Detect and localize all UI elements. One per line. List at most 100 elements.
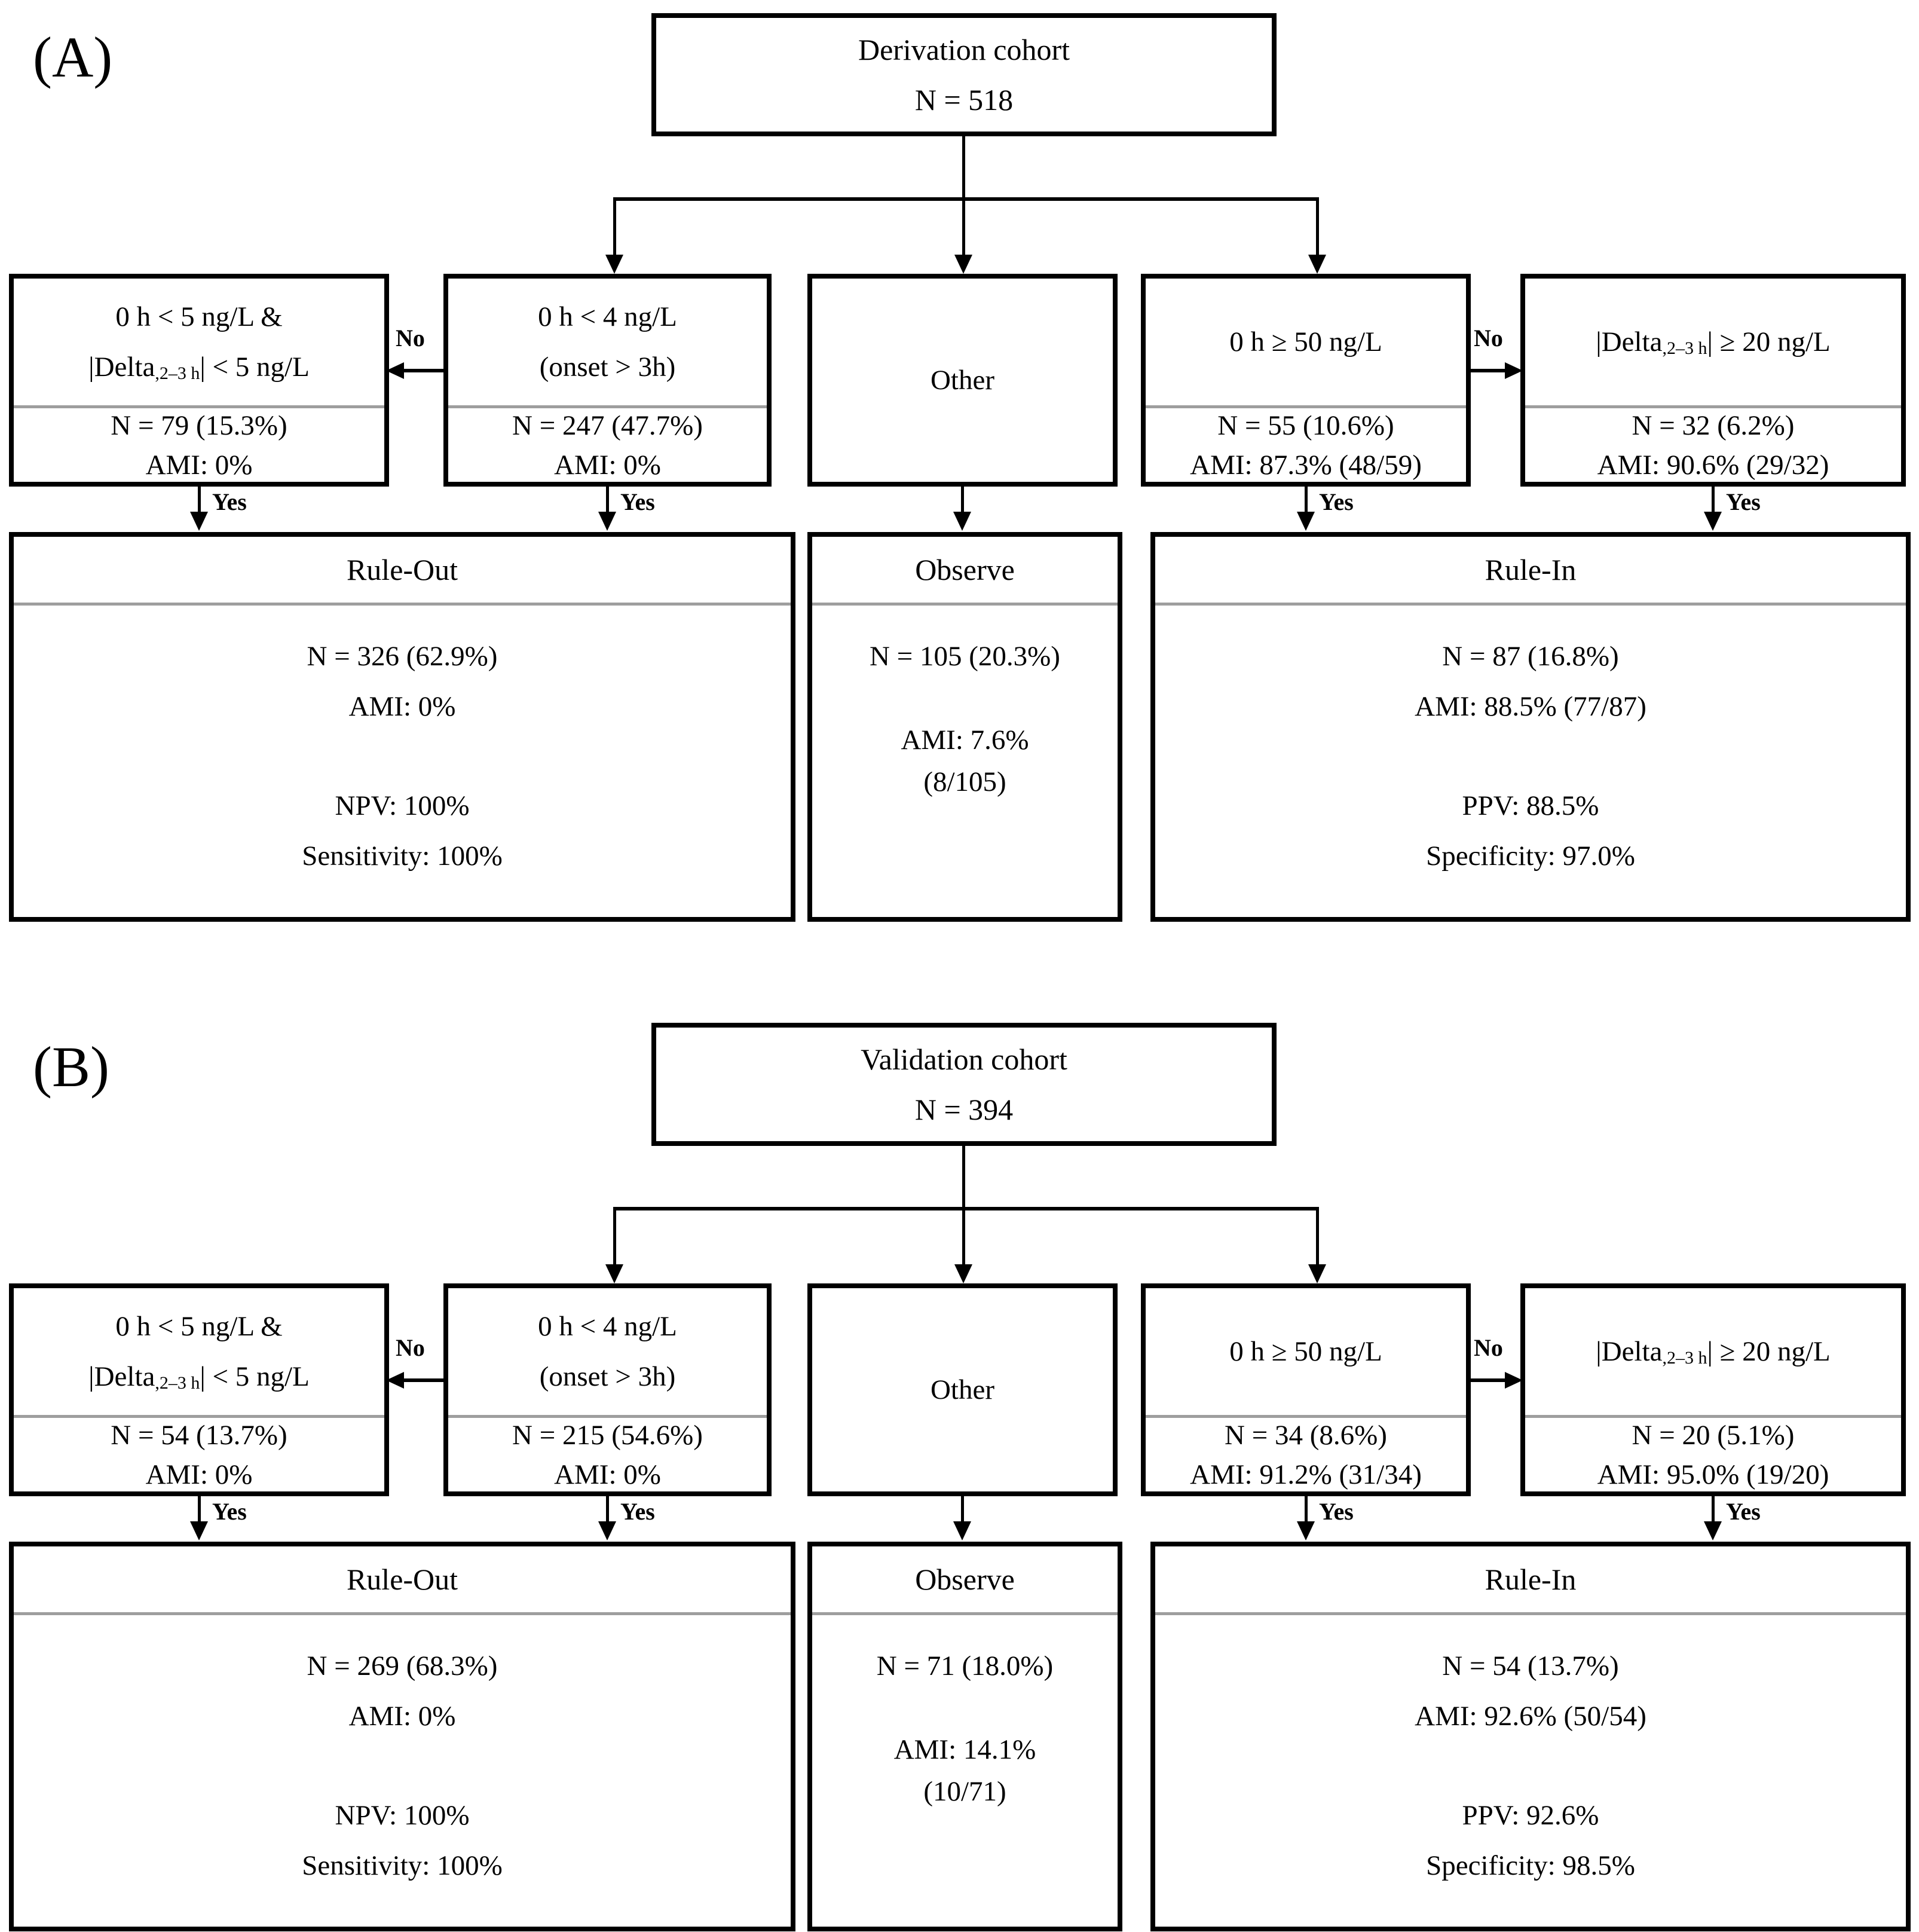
criterion-line: Other [930, 1374, 994, 1405]
connector-drop-left [613, 197, 616, 257]
delta-post: | ≥ 20 ng/L [1707, 326, 1831, 357]
specificity-value: Specificity: 98.5% [1426, 1850, 1635, 1881]
arrowhead-down-icon [190, 1521, 208, 1540]
yes-edge-label: Yes [212, 1498, 247, 1525]
n-value: N = 54 (13.7%) [111, 1419, 287, 1451]
ami-value: AMI: 0% [554, 449, 661, 481]
ruleout-criterion-2-box: 0 h < 5 ng/L & |Delta,2–3 h| < 5 ng/L N … [9, 1283, 389, 1496]
specificity-value: Specificity: 97.0% [1426, 840, 1635, 872]
criterion-line: |Delta,2–3 h| ≥ 20 ng/L [1596, 1335, 1830, 1368]
arrowhead-down-icon [1297, 512, 1315, 531]
ami-value: AMI: 88.5% (77/87) [1415, 691, 1646, 722]
rulein-criterion-2-box: |Delta,2–3 h| ≥ 20 ng/L N = 32 (6.2%) AM… [1520, 274, 1906, 487]
criterion-text: Other [812, 1288, 1113, 1491]
criterion-stats: N = 20 (5.1%) AMI: 95.0% (19/20) [1525, 1418, 1901, 1491]
criterion-text: 0 h < 5 ng/L & |Delta,2–3 h| < 5 ng/L [14, 1288, 384, 1415]
arrowhead-down-icon [953, 512, 971, 531]
connector-drop-middle [962, 197, 965, 257]
arrowhead-left-icon [386, 1372, 404, 1389]
sensitivity-value: Sensitivity: 100% [302, 1850, 503, 1881]
yes-edge [1305, 1496, 1308, 1524]
ami-value: AMI: 92.6% (50/54) [1415, 1701, 1646, 1732]
delta-subscript: ,2–3 h [155, 1373, 200, 1393]
separator-line [1155, 603, 1906, 606]
arrowhead-down-icon [605, 1264, 623, 1283]
ami-value: AMI: 90.6% (29/32) [1597, 449, 1829, 481]
n-value: N = 55 (10.6%) [1217, 409, 1394, 441]
outcome-title: Rule-Out [346, 553, 458, 586]
n-value: N = 20 (5.1%) [1632, 1419, 1795, 1451]
outcome-stats: N = 71 (18.0%) AMI: 14.1% (10/71) [812, 1615, 1118, 1927]
criterion-text: |Delta,2–3 h| ≥ 20 ng/L [1525, 1288, 1901, 1415]
rulein-criterion-1-box: 0 h ≥ 50 ng/L N = 34 (8.6%) AMI: 91.2% (… [1141, 1283, 1471, 1496]
ami-value: AMI: 95.0% (19/20) [1597, 1459, 1829, 1490]
n-value: N = 269 (68.3%) [307, 1650, 498, 1682]
validation-cohort-box: Validation cohort N = 394 [651, 1023, 1277, 1146]
ami-value: AMI: 14.1% [893, 1734, 1036, 1765]
ruleout-criterion-2-box: 0 h < 5 ng/L & |Delta,2–3 h| < 5 ng/L N … [9, 274, 389, 487]
criterion-stats: N = 34 (8.6%) AMI: 91.2% (31/34) [1146, 1418, 1466, 1491]
other-box: Other [807, 1283, 1118, 1496]
yes-edge-label: Yes [620, 488, 655, 515]
arrowhead-down-icon [605, 255, 623, 274]
arrowhead-down-icon [598, 512, 616, 531]
criterion-stats: N = 54 (13.7%) AMI: 0% [14, 1418, 384, 1491]
arrowhead-down-icon [1704, 1521, 1722, 1540]
criterion-text: 0 h < 4 ng/L (onset > 3h) [448, 279, 767, 405]
criterion-line: 0 h ≥ 50 ng/L [1229, 326, 1382, 357]
no-edge [400, 1378, 443, 1382]
ami-fraction: (10/71) [923, 1776, 1006, 1807]
arrowhead-down-icon [1308, 1264, 1326, 1283]
n-value: N = 326 (62.9%) [307, 641, 498, 672]
ami-fraction: (8/105) [923, 766, 1006, 797]
observe-box: Observe N = 105 (20.3%) AMI: 7.6% (8/105… [807, 532, 1122, 922]
connector-drop-middle [962, 1207, 965, 1267]
connector-distributor [613, 197, 1319, 201]
observe-edge [961, 1496, 964, 1524]
connector-stub [962, 1146, 965, 1208]
separator-line [1525, 405, 1901, 408]
separator-line [812, 1612, 1118, 1615]
panel-a-label: (A) [33, 25, 113, 89]
arrowhead-down-icon [1308, 255, 1326, 274]
separator-line [1146, 405, 1466, 408]
delta-post: | < 5 ng/L [200, 351, 310, 383]
yes-edge-label: Yes [1726, 1498, 1761, 1525]
arrowhead-down-icon [953, 1521, 971, 1540]
no-edge-label: No [396, 1334, 425, 1361]
derivation-cohort-box: Derivation cohort N = 518 [651, 13, 1277, 136]
observe-box: Observe N = 71 (18.0%) AMI: 14.1% (10/71… [807, 1542, 1122, 1931]
no-edge [1470, 369, 1508, 372]
connector-drop-right [1316, 1207, 1319, 1267]
n-value: N = 32 (6.2%) [1632, 409, 1795, 441]
cohort-n: N = 394 [914, 1093, 1014, 1126]
separator-line [812, 603, 1118, 606]
criterion-line: Other [930, 365, 994, 396]
rule-out-box: Rule-Out N = 269 (68.3%) AMI: 0% NPV: 10… [9, 1542, 795, 1931]
delta-subscript: ,2–3 h [155, 363, 200, 383]
separator-line [1525, 1415, 1901, 1418]
rule-in-box: Rule-In N = 54 (13.7%) AMI: 92.6% (50/54… [1150, 1542, 1911, 1931]
criterion-line: 0 h ≥ 50 ng/L [1229, 1336, 1382, 1367]
delta-pre: |Delta [1596, 326, 1663, 357]
delta-pre: |Delta [88, 351, 155, 383]
separator-line [14, 1612, 791, 1615]
rulein-criterion-1-box: 0 h ≥ 50 ng/L N = 55 (10.6%) AMI: 87.3% … [1141, 274, 1471, 487]
ruleout-criterion-1-box: 0 h < 4 ng/L (onset > 3h) N = 247 (47.7%… [443, 274, 772, 487]
ami-value: AMI: 0% [348, 691, 456, 722]
outcome-title: Rule-Out [346, 1563, 458, 1596]
yes-edge-label: Yes [620, 1498, 655, 1525]
separator-line [14, 1415, 384, 1418]
criterion-text: 0 h ≥ 50 ng/L [1146, 279, 1466, 405]
ami-value: AMI: 91.2% (31/34) [1190, 1459, 1422, 1490]
criterion-text: 0 h < 5 ng/L & |Delta,2–3 h| < 5 ng/L [14, 279, 384, 405]
arrowhead-down-icon [1704, 512, 1722, 531]
n-value: N = 34 (8.6%) [1225, 1419, 1387, 1451]
criterion-line: 0 h < 5 ng/L & [115, 301, 283, 332]
other-box: Other [807, 274, 1118, 487]
delta-pre: |Delta [88, 1361, 155, 1392]
npv-value: NPV: 100% [335, 1800, 470, 1831]
yes-edge-label: Yes [1726, 488, 1761, 515]
no-edge-label: No [1474, 1334, 1503, 1361]
criterion-line: 0 h < 4 ng/L [538, 1311, 677, 1342]
